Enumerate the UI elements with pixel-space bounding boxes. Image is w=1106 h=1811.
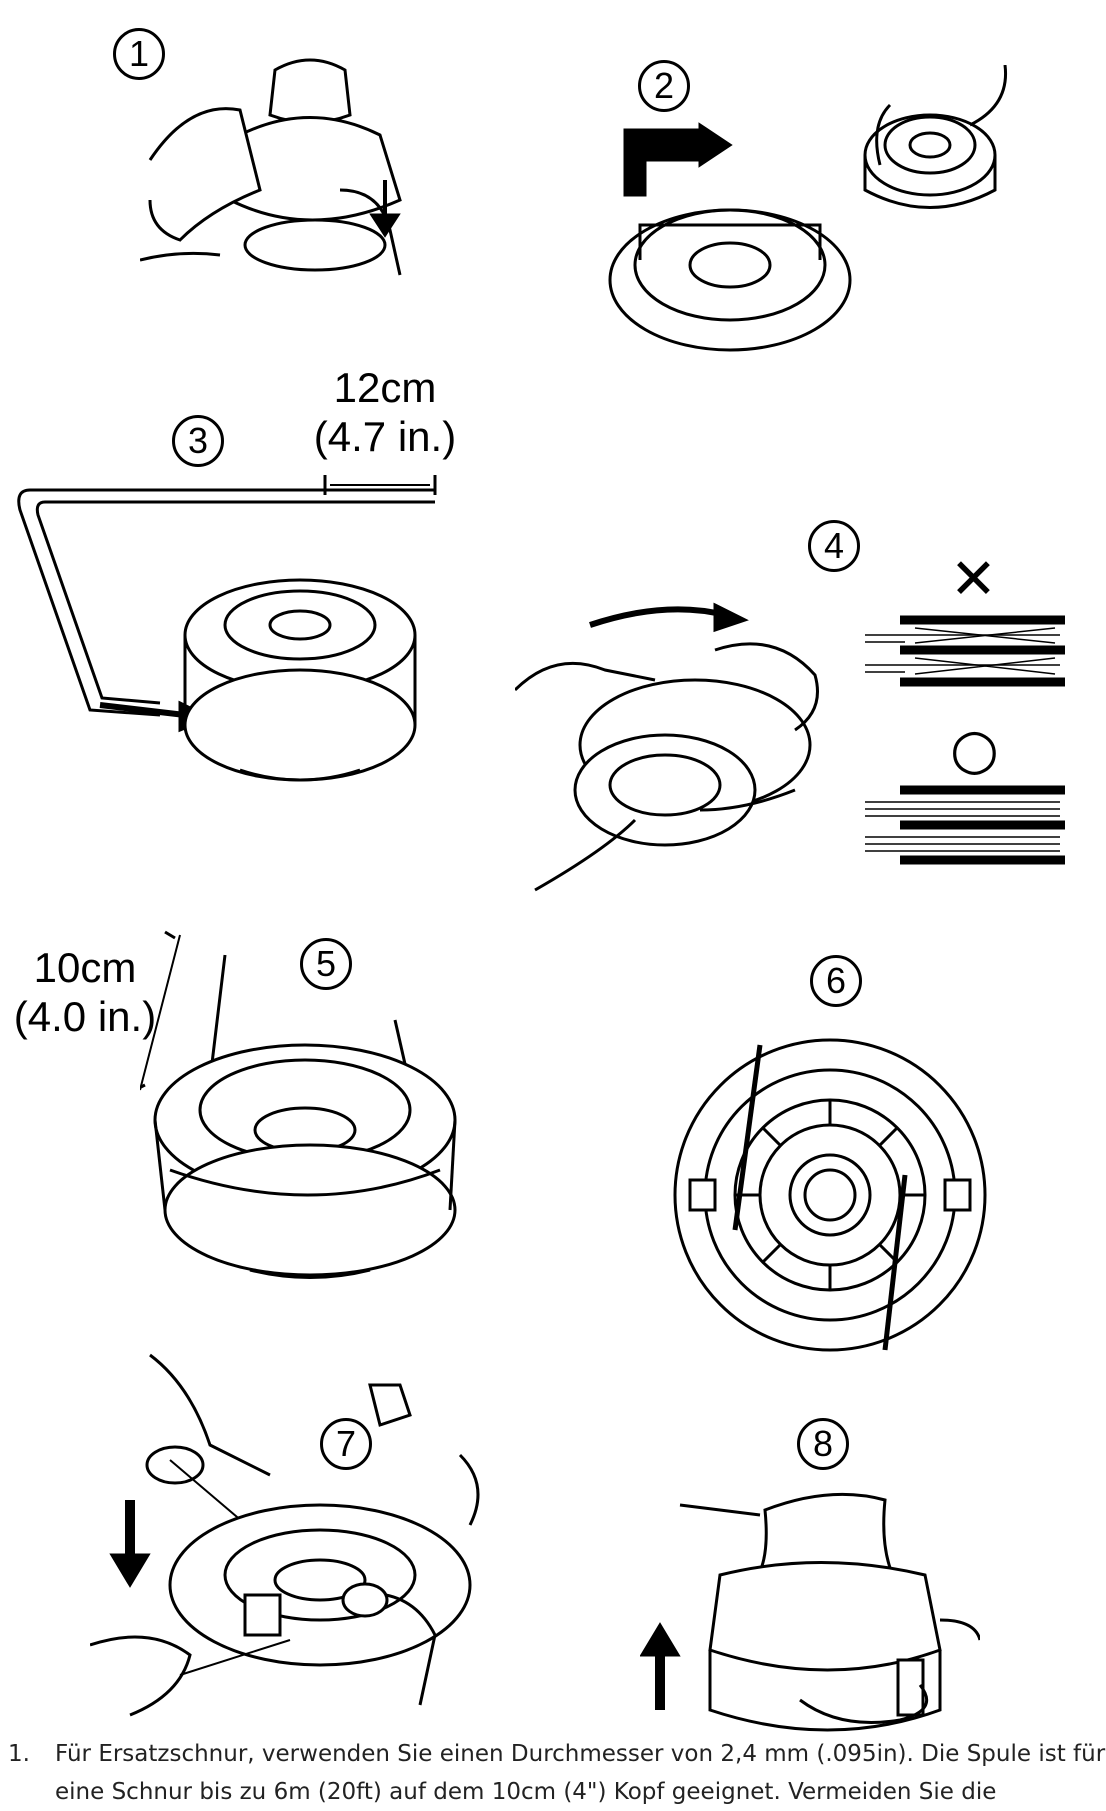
step-2-illustration — [600, 65, 1020, 365]
footnote-line-1: Für Ersatzschnur, verwenden Sie einen Du… — [55, 1735, 1106, 1773]
footnote-index: 1. — [8, 1735, 30, 1773]
step-number-4: 4 — [808, 520, 860, 572]
step-8-illustration — [640, 1480, 980, 1735]
step-number-8: 8 — [797, 1418, 849, 1470]
step-4-illustration — [515, 590, 1075, 920]
step-3-illustration — [10, 460, 450, 800]
step-number-6: 6 — [810, 955, 862, 1007]
footnote-line-2: eine Schnur bis zu 6m (20ft) auf dem 10c… — [55, 1773, 1106, 1811]
step-7-illustration — [90, 1345, 490, 1725]
step-5-length-cm: 10cm — [10, 945, 160, 991]
step-3-length-cm: 12cm — [305, 365, 465, 411]
step-3-length-in: (4.7 in.) — [295, 414, 475, 460]
step-6-illustration — [665, 1030, 995, 1360]
step-1-illustration — [140, 40, 510, 280]
step-5-illustration — [140, 930, 470, 1290]
